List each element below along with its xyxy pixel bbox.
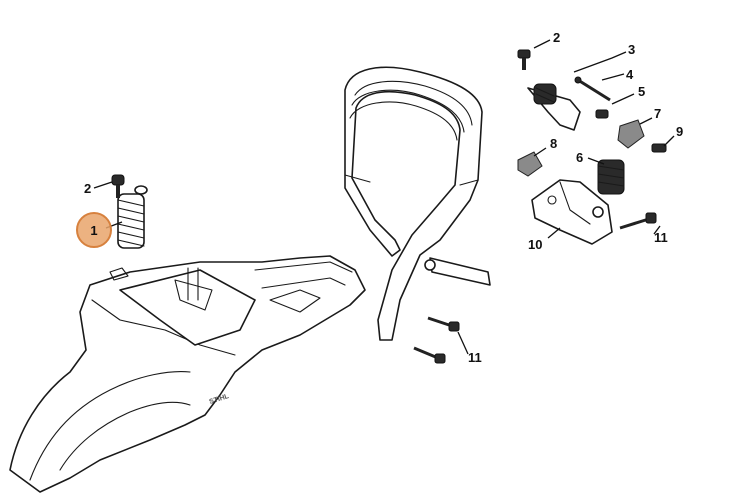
- callout-2-right: 2: [553, 30, 560, 45]
- handlebar[interactable]: [344, 66, 491, 341]
- leader-11b: [457, 331, 469, 355]
- callout-6: 6: [576, 150, 583, 165]
- leader-4: [601, 73, 625, 81]
- part-6-spring[interactable]: [597, 159, 625, 195]
- callout-4: 4: [626, 67, 634, 82]
- leader-3: [573, 51, 627, 73]
- callout-9: 9: [676, 124, 683, 139]
- leader-8: [533, 147, 547, 157]
- callout-1-highlight: [76, 212, 112, 248]
- part-8-damper[interactable]: [517, 151, 543, 177]
- callout-5: 5: [638, 84, 645, 99]
- part-7-damper[interactable]: [617, 119, 645, 149]
- callout-7: 7: [654, 106, 661, 121]
- callout-1: 1: [76, 212, 112, 248]
- part-10-bracket[interactable]: [531, 179, 613, 245]
- leader-7: [639, 117, 653, 125]
- part-11-screw-right[interactable]: [619, 212, 657, 230]
- callout-11-lower: 11: [468, 350, 482, 365]
- rear-handle-housing[interactable]: STIHL: [9, 255, 366, 493]
- callout-11-right: 11: [654, 230, 668, 245]
- leader-2-left: [93, 181, 113, 189]
- leader-11a: [653, 225, 661, 235]
- part-1-spring[interactable]: [117, 185, 148, 249]
- part-9-screw[interactable]: [651, 143, 667, 153]
- part-2-screw-right[interactable]: [517, 49, 531, 70]
- callout-2-left: 2: [84, 181, 91, 196]
- leader-6: [587, 157, 605, 165]
- part-2-screw-left[interactable]: [111, 174, 125, 198]
- callout-8: 8: [550, 136, 557, 151]
- leader-2-right: [533, 39, 551, 49]
- part-4-pin[interactable]: [574, 76, 611, 102]
- leader-5: [611, 93, 635, 105]
- part-11-screw-lower-2[interactable]: [413, 346, 446, 364]
- callout-1-label: 1: [90, 223, 97, 238]
- leader-9: [663, 135, 675, 147]
- callout-10: 10: [528, 237, 542, 252]
- leader-10: [547, 227, 561, 239]
- part-3-assembly[interactable]: [527, 83, 581, 131]
- callout-3: 3: [628, 42, 635, 57]
- part-5-screw[interactable]: [595, 109, 609, 119]
- part-11-screw-lower-1[interactable]: [427, 316, 460, 332]
